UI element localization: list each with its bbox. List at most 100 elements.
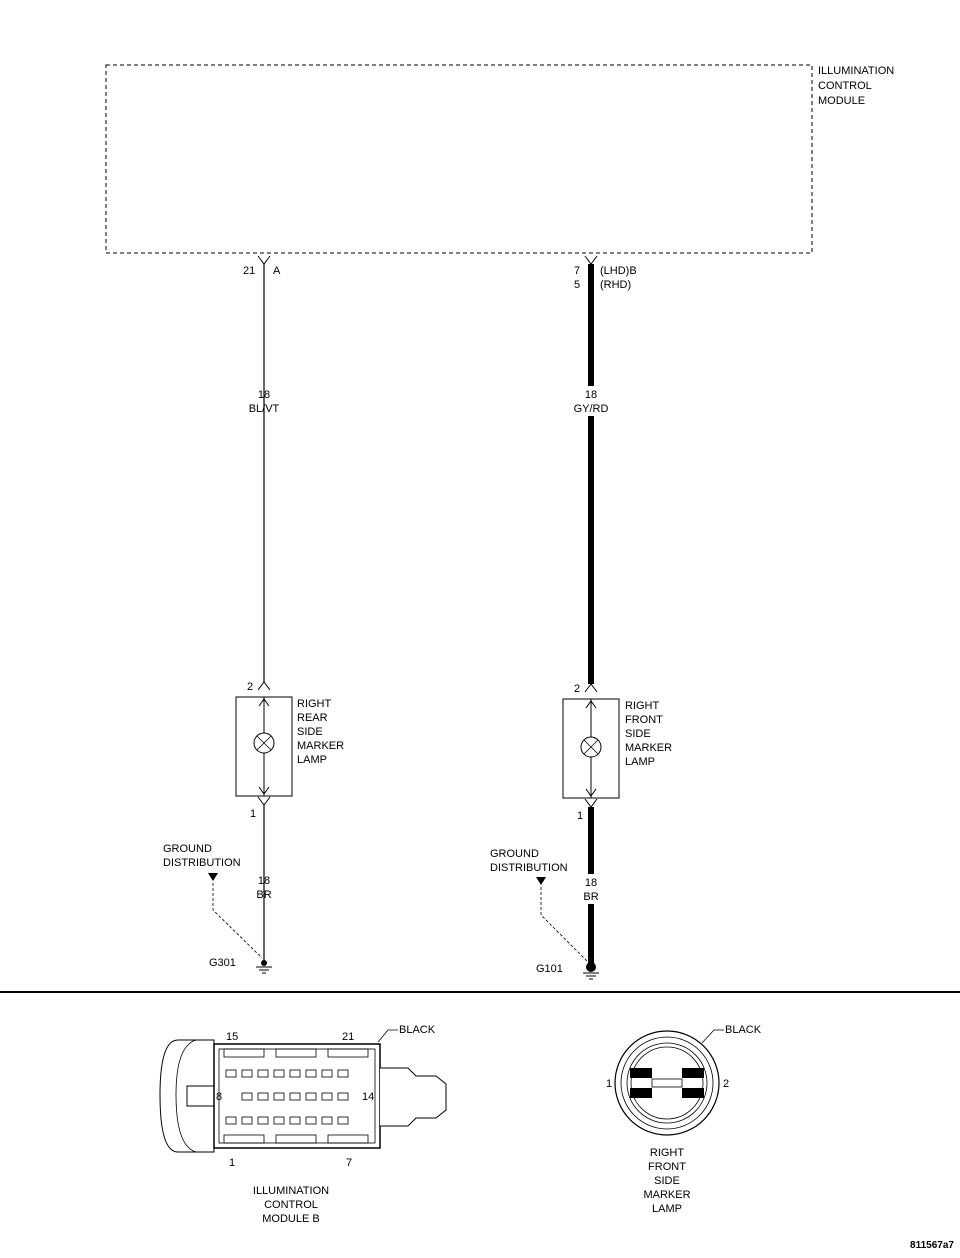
- module-b-right-tab: [380, 1067, 447, 1127]
- rear-ground-distribution-line-2: DISTRIBUTION: [163, 857, 241, 869]
- front-ground-label-bg: [577, 874, 605, 904]
- front-lamp-pin-1: 1: [577, 810, 583, 822]
- module-b-pin-21: 21: [342, 1031, 354, 1043]
- lamp-connector-view: 1 2 BLACK RIGHT FRONT SIDE MARKER LAMP: [606, 1024, 762, 1215]
- module-b-cavities-row-2: [241, 1092, 349, 1101]
- rear-lamp-pin-2: 2: [247, 681, 253, 693]
- lamp-connector-ring-3: [626, 1042, 708, 1124]
- module-name-line-1: ILLUMINATION: [818, 65, 894, 77]
- rear-lamp-name-line-1: RIGHT: [297, 698, 332, 710]
- rear-lamp-name-line-2: REAR: [297, 712, 328, 724]
- rear-ground-distribution-link: [212, 883, 263, 959]
- lamp-connector-name-line-5: LAMP: [652, 1203, 682, 1215]
- rear-wire-gauge: 18: [258, 389, 270, 401]
- front-lamp-name-line-2: FRONT: [625, 714, 663, 726]
- lamp-terminal-bridge: [651, 1078, 683, 1088]
- front-ground-distribution-arrow: [536, 877, 546, 885]
- module-b-pin-8: 8: [216, 1091, 222, 1103]
- front-lamp-bulb-filament-2: [583, 739, 599, 755]
- front-lamp-name-line-3: SIDE: [625, 728, 651, 740]
- module-b-cavities-row-3: [225, 1116, 349, 1125]
- module-b-name-line-2: CONTROL: [264, 1199, 318, 1211]
- module-b-key-top-3: [327, 1048, 369, 1058]
- front-lamp-pin-2: 2: [574, 683, 580, 695]
- rear-ground-splice: [261, 960, 267, 966]
- front-lamp-pin-1-symbol: [584, 798, 598, 808]
- front-lamp-name-line-1: RIGHT: [625, 700, 660, 712]
- front-wire-color: GY/RD: [574, 403, 609, 415]
- module-b-color: BLACK: [399, 1024, 436, 1036]
- lamp-connector-pin-2: 2: [723, 1078, 729, 1090]
- rear-ground-distribution-arrow: [208, 873, 218, 881]
- module-b-latch: [186, 1085, 215, 1107]
- module-name-line-2: CONTROL: [818, 80, 872, 92]
- lamp-connector-name-line-3: SIDE: [654, 1175, 680, 1187]
- module-b-pin-15: 15: [226, 1031, 238, 1043]
- rear-lamp-name-line-3: SIDE: [297, 726, 323, 738]
- lamp-terminal-1-top: [630, 1068, 652, 1078]
- front-wire-label-bg: [572, 386, 612, 416]
- front-lamp-pin-2-symbol: [584, 683, 598, 693]
- illumination-control-module: ILLUMINATION CONTROL MODULE: [105, 64, 894, 254]
- lamp-connector-name-line-2: FRONT: [648, 1161, 686, 1173]
- rear-ground-symbol-icon: [256, 966, 272, 974]
- module-b-cavities-row-1: [225, 1069, 349, 1078]
- front-ground-distribution-line-1: GROUND: [490, 848, 539, 860]
- lamp-connector-name-line-4: MARKER: [643, 1189, 690, 1201]
- module-b-shell-inner: [175, 1039, 197, 1153]
- module-outline: [105, 64, 813, 254]
- module-b-key-top-1: [223, 1048, 265, 1058]
- front-lamp-internal-arrow-top: [585, 700, 597, 709]
- rear-lamp-pin-1-symbol: [257, 796, 271, 806]
- lamp-terminal-2-bottom: [682, 1088, 704, 1098]
- module-b-pin-14: 14: [362, 1091, 374, 1103]
- front-lamp-name-line-5: LAMP: [625, 756, 655, 768]
- module-b-key-bot-2: [275, 1134, 317, 1144]
- lamp-terminal-2-top: [682, 1068, 704, 1078]
- rear-circuit: 21 A 18 BL/VT 2 RIGHT REAR SIDE MARKER L…: [163, 255, 344, 974]
- module-b-name-line-3: MODULE B: [262, 1213, 319, 1225]
- front-ground-wire-gauge: 18: [585, 877, 597, 889]
- module-b-pin-1: 1: [229, 1157, 235, 1169]
- lamp-connector-ring-2: [620, 1036, 714, 1130]
- lamp-connector-name-line-1: RIGHT: [650, 1147, 685, 1159]
- rear-lamp-internal-arrow-bottom: [258, 786, 270, 795]
- lamp-connector-pin-1: 1: [606, 1078, 612, 1090]
- rear-lamp-name-line-4: MARKER: [297, 740, 344, 752]
- figure-id: 811567a7: [910, 1240, 954, 1251]
- module-connector-a-symbol: [257, 255, 271, 265]
- rear-ground-wire-gauge: 18: [258, 875, 270, 887]
- rear-lamp-bulb-filament-2: [256, 735, 272, 751]
- module-b-body: [213, 1043, 381, 1149]
- module-b-key-top-2: [275, 1048, 317, 1058]
- front-lamp-name-line-4: MARKER: [625, 742, 672, 754]
- front-connector-rhd: (RHD): [600, 279, 631, 291]
- module-b-pin-7: 7: [346, 1157, 352, 1169]
- lamp-connector-ring-4: [630, 1046, 704, 1120]
- front-ground-distribution-link: [540, 887, 588, 962]
- front-ground-id: G101: [536, 963, 563, 975]
- front-wire-gauge: 18: [585, 389, 597, 401]
- rear-wire-color: BL/VT: [249, 403, 280, 415]
- rear-lamp-name-line-5: LAMP: [297, 754, 327, 766]
- lamp-terminal-1-bottom: [630, 1088, 652, 1098]
- module-b-color-leader: [377, 1029, 398, 1043]
- front-pin-7: 7: [574, 265, 580, 277]
- module-name-line-3: MODULE: [818, 95, 865, 107]
- rear-pin-21: 21: [243, 265, 255, 277]
- rear-connector-a: A: [273, 265, 281, 277]
- front-circuit: 7 (LHD)B 5 (RHD) 18 GY/RD 2 RIGHT FRONT …: [490, 255, 672, 980]
- lamp-connector-color: BLACK: [725, 1024, 762, 1036]
- rear-lamp-pin-2-symbol: [257, 681, 271, 691]
- lamp-connector-color-leader: [701, 1029, 724, 1044]
- rear-lamp-internal-arrow-top: [258, 698, 270, 707]
- front-ground-distribution-line-2: DISTRIBUTION: [490, 862, 568, 874]
- module-b-connector-view: 15 21 8 14 1 7 BLACK ILLUMINATION CONTRO…: [159, 1024, 447, 1225]
- module-b-name-line-1: ILLUMINATION: [253, 1185, 329, 1197]
- front-connector-b: (LHD)B: [600, 265, 637, 277]
- rear-ground-wire-color: BR: [256, 889, 271, 901]
- front-ground-wire-color: BR: [583, 891, 598, 903]
- front-lamp-internal-arrow-bottom: [585, 788, 597, 797]
- module-connector-b-symbol: [584, 255, 598, 265]
- rear-ground-distribution-line-1: GROUND: [163, 843, 212, 855]
